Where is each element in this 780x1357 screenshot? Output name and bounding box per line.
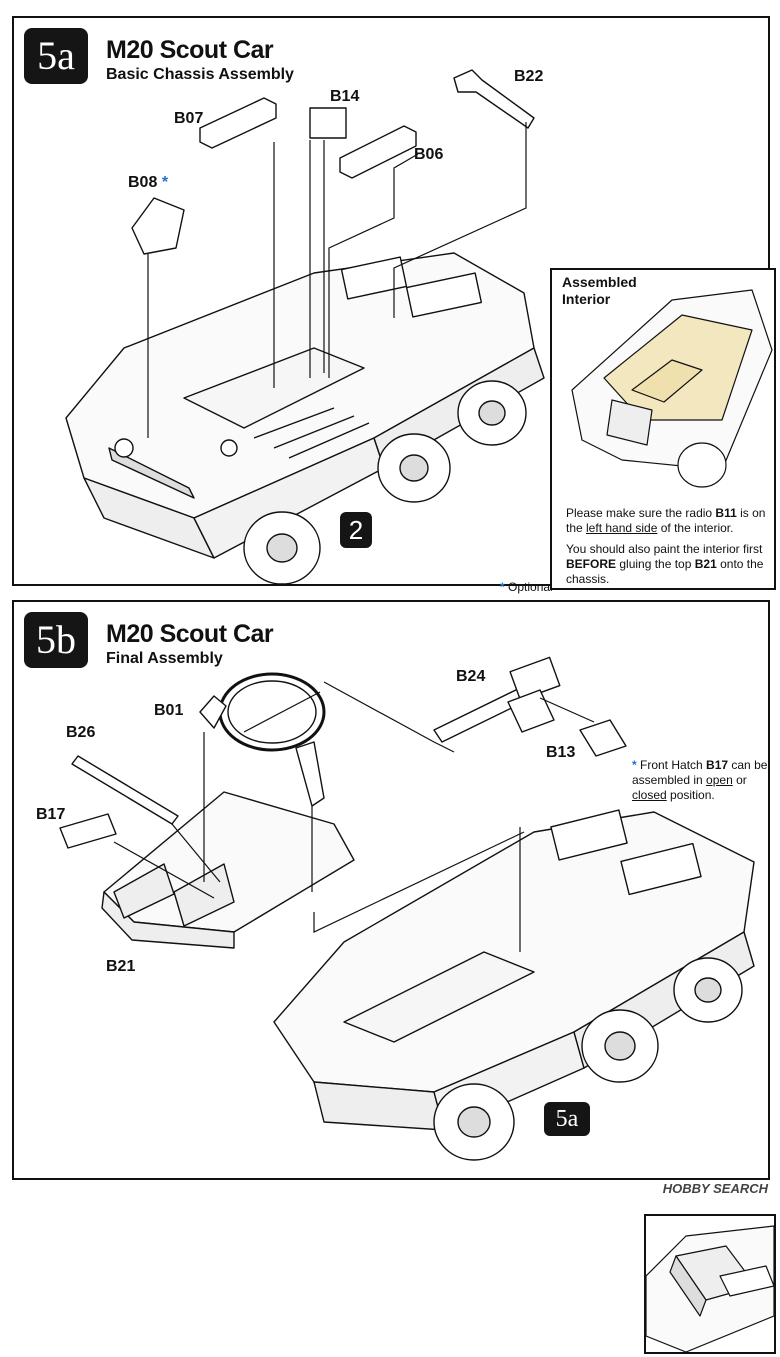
part-label-b14: B14 — [330, 88, 360, 105]
step-badge-5b: 5b — [24, 612, 88, 668]
step-badge-5a: 5a — [24, 28, 88, 84]
step-5a-title: M20 Scout Car — [106, 36, 274, 64]
part-label-b24: B24 — [456, 668, 486, 685]
final-assembly-drawing — [59, 656, 755, 1161]
interior-drawing — [571, 289, 773, 488]
reference-badge-5a: 5a — [544, 1102, 590, 1136]
optional-legend: * Optional — [500, 580, 553, 594]
front-hatch-note: * Front Hatch B17 can be assembled in op… — [632, 758, 768, 802]
part-label-b22: B22 — [514, 68, 544, 85]
chassis-assembly-drawing — [65, 69, 545, 585]
part-label-b26: B26 — [66, 724, 96, 741]
part-label-b06: B06 — [414, 146, 444, 163]
part-label-b01: B01 — [154, 702, 184, 719]
front-hatch-drawing — [645, 1225, 775, 1353]
reference-badge-2: 2 — [340, 512, 372, 548]
step-5b-title: M20 Scout Car — [106, 620, 274, 648]
part-label-b08: B08 * — [128, 174, 169, 191]
paint-first-note: You should also paint the interior first… — [566, 542, 764, 586]
step-5a-subtitle: Basic Chassis Assembly — [106, 66, 294, 83]
hobby-search-watermark: HOBBY SEARCH — [662, 1181, 768, 1196]
assembled-interior-inset: Assembled Interior Please make sure the … — [550, 268, 776, 590]
part-label-b17: B17 — [36, 806, 66, 823]
inset-title: Assembled Interior — [562, 274, 637, 307]
radio-placement-note: Please make sure the radio B11 is on the… — [566, 506, 766, 535]
front-hatch-inset — [644, 1214, 776, 1354]
optional-star: * — [161, 174, 169, 191]
step-5a-panel: 5a M20 Scout Car Basic Chassis Assembly — [12, 16, 776, 594]
part-label-b13: B13 — [546, 744, 576, 761]
part-label-b07: B07 — [174, 110, 204, 127]
part-label-b21: B21 — [106, 958, 136, 975]
step-5b-panel: 5b M20 Scout Car Final Assembly — [12, 600, 776, 1354]
step-5b-subtitle: Final Assembly — [106, 650, 223, 667]
